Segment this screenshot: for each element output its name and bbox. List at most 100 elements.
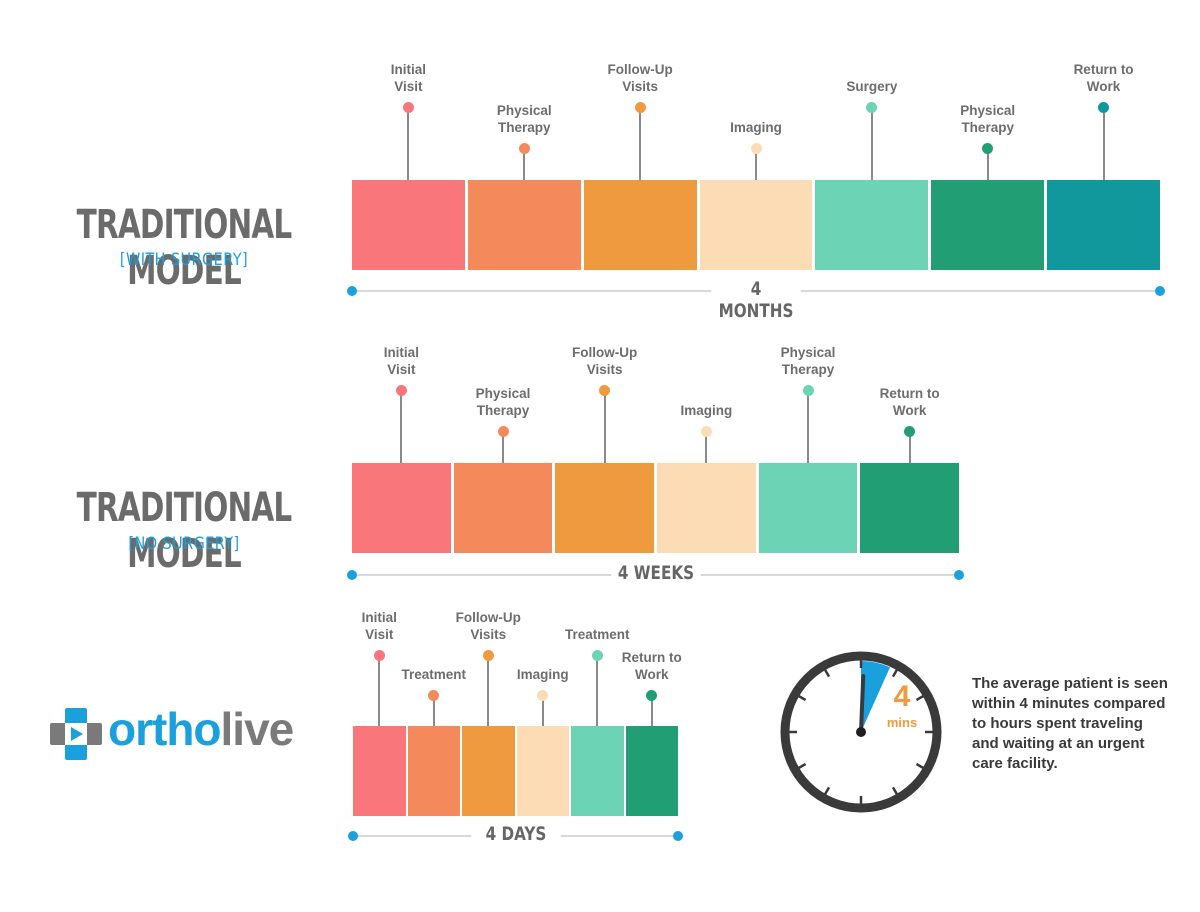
timeline-segment bbox=[516, 726, 569, 816]
milestone-label: Follow-Up Visits bbox=[607, 62, 673, 94]
clock-tick bbox=[798, 762, 807, 770]
milestone-dot bbox=[866, 101, 878, 113]
timeline-segment bbox=[467, 180, 581, 270]
milestone-dot bbox=[599, 384, 611, 396]
milestone-label: Return to Work bbox=[621, 650, 682, 682]
timeline-segment bbox=[352, 463, 451, 553]
timeline-segment bbox=[453, 463, 553, 553]
milestone-stem bbox=[755, 153, 757, 180]
timeline-segment bbox=[583, 180, 697, 270]
surgery-model-subtitle: [WITH SURGERY] bbox=[119, 250, 249, 270]
logo-text-suffix: live bbox=[220, 703, 295, 755]
duration-end-dot bbox=[1155, 286, 1165, 296]
timeline-segment bbox=[931, 180, 1045, 270]
milestone-label: Surgery bbox=[846, 79, 898, 94]
milestone-dot bbox=[904, 425, 916, 437]
milestone-stem bbox=[502, 436, 504, 463]
milestone-label: Physical Therapy bbox=[780, 345, 836, 377]
timeline-segment bbox=[657, 463, 756, 553]
milestone-label: Initial Visit bbox=[383, 345, 419, 377]
milestone-dot bbox=[982, 142, 994, 154]
milestone-dot bbox=[373, 649, 385, 661]
milestone-dot bbox=[750, 142, 762, 154]
stopwatch-icon bbox=[780, 651, 942, 813]
milestone-label: Physical Therapy bbox=[475, 386, 531, 418]
timer-unit: mins bbox=[886, 715, 918, 730]
milestone-stem bbox=[1102, 112, 1105, 180]
milestone-dot bbox=[518, 142, 530, 154]
duration-start-dot bbox=[347, 570, 357, 580]
milestone-label: Physical Therapy bbox=[496, 103, 552, 135]
timer-value: 4 bbox=[893, 680, 911, 713]
clock-hand bbox=[859, 674, 866, 734]
milestone-label: Initial Visit bbox=[361, 610, 397, 642]
milestone-stem bbox=[986, 153, 989, 180]
nosurgery-model-subtitle: [NO SURGERY] bbox=[128, 534, 240, 554]
milestone-label: Follow-Up Visits bbox=[455, 610, 521, 642]
clock-tick bbox=[915, 762, 924, 770]
milestone-dot bbox=[802, 384, 814, 396]
milestone-dot bbox=[482, 649, 494, 661]
milestone-stem bbox=[650, 700, 653, 726]
milestone-stem bbox=[432, 700, 435, 726]
milestone-dot bbox=[634, 101, 646, 113]
elapsed-wedge bbox=[861, 661, 891, 732]
milestone-label: Treatment bbox=[564, 627, 630, 642]
medical-cross-play-icon bbox=[50, 708, 102, 760]
duration-label: 4 MONTHS bbox=[711, 278, 801, 322]
ortholive-logo bbox=[50, 708, 102, 760]
timeline-segment bbox=[625, 726, 678, 816]
clock-tick bbox=[823, 786, 831, 795]
nosurgery-model-title: TRADITIONAL MODEL bbox=[76, 485, 292, 577]
milestone-label: Return to Work bbox=[879, 386, 940, 418]
milestone-label: Imaging bbox=[516, 667, 569, 682]
timeline-segment bbox=[353, 726, 406, 816]
milestone-stem bbox=[870, 112, 873, 180]
milestone-stem bbox=[639, 112, 642, 180]
timeline-segment bbox=[352, 180, 465, 270]
milestone-stem bbox=[908, 436, 911, 463]
duration-label: 4 DAYS bbox=[470, 823, 561, 845]
duration-start-dot bbox=[347, 286, 357, 296]
milestone-stem bbox=[523, 153, 526, 180]
timeline-segment bbox=[860, 463, 959, 553]
milestone-label: Imaging bbox=[730, 120, 782, 135]
surgery-model-title: TRADITIONAL MODEL bbox=[76, 202, 292, 294]
milestone-stem bbox=[705, 436, 708, 463]
milestone-stem bbox=[596, 660, 599, 726]
clock-tick bbox=[915, 694, 924, 702]
milestone-dot bbox=[646, 689, 658, 701]
milestone-stem bbox=[400, 395, 403, 463]
logo-text-prefix: ortho bbox=[108, 703, 222, 755]
milestone-dot bbox=[1098, 101, 1110, 113]
milestone-label: Initial Visit bbox=[390, 62, 427, 94]
timeline-segment bbox=[571, 726, 624, 816]
timeline-segment bbox=[407, 726, 460, 816]
wait-time-note: The average patient is seen within 4 min… bbox=[972, 675, 1168, 772]
clock-tick bbox=[891, 669, 899, 678]
ortholive-logo-text: ortholive bbox=[108, 702, 295, 756]
milestone-dot bbox=[395, 384, 407, 396]
milestone-stem bbox=[487, 660, 490, 726]
timeline-segment bbox=[462, 726, 515, 816]
milestone-stem bbox=[407, 112, 410, 180]
clock-tick bbox=[823, 669, 831, 678]
milestone-dot bbox=[497, 425, 509, 437]
milestone-dot bbox=[591, 649, 603, 661]
stopwatch: 4 mins bbox=[776, 647, 946, 817]
milestone-stem bbox=[378, 660, 381, 726]
milestone-dot bbox=[428, 689, 440, 701]
milestone-label: Imaging bbox=[680, 403, 733, 418]
duration-start-dot bbox=[348, 831, 358, 841]
timeline-segment bbox=[815, 180, 929, 270]
duration-label: 4 WEEKS bbox=[610, 562, 701, 584]
milestone-label: Return to Work bbox=[1073, 62, 1134, 94]
milestone-stem bbox=[541, 700, 544, 726]
duration-end-dot bbox=[954, 570, 964, 580]
milestone-dot bbox=[700, 425, 712, 437]
clock-hub bbox=[856, 727, 866, 737]
milestone-dot bbox=[402, 101, 414, 113]
milestone-label: Treatment bbox=[401, 667, 467, 682]
timeline-segment bbox=[758, 463, 858, 553]
duration-end-dot bbox=[673, 831, 683, 841]
